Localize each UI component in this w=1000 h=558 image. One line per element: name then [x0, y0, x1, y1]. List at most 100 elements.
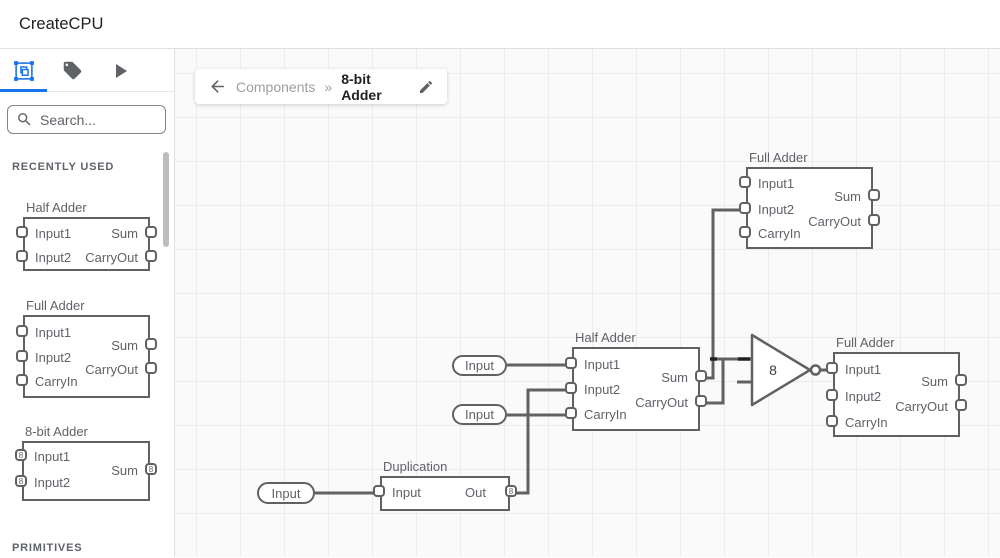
port[interactable]	[145, 362, 157, 374]
port-label: CarryIn	[845, 415, 888, 430]
wire	[700, 359, 725, 405]
port-label: Sum	[921, 374, 948, 389]
app-title: CreateCPU	[19, 14, 104, 33]
port-label: CarryOut	[85, 362, 138, 377]
port[interactable]	[16, 226, 28, 238]
wire	[510, 388, 572, 495]
node-full-adder-top[interactable]: Full Adder Input1 Input2 CarryIn Sum Car…	[739, 150, 880, 249]
port-label: Input2	[34, 475, 71, 490]
port[interactable]	[739, 226, 751, 238]
port-label: Input2	[845, 389, 882, 404]
port-label: CarryOut	[808, 214, 861, 229]
breadcrumb-separator: »	[324, 78, 333, 95]
sidebar-tabs	[0, 49, 174, 92]
buffer-gate[interactable]: 8	[750, 333, 822, 407]
preview-half-adder[interactable]: Half Adder Input1 Input2 Sum CarryOut	[16, 200, 157, 271]
port[interactable]	[373, 485, 385, 497]
node-title: Full Adder	[836, 335, 895, 350]
port[interactable]	[826, 362, 838, 374]
port-label: Input1	[34, 449, 71, 464]
port[interactable]	[16, 325, 28, 337]
node-half-adder[interactable]: Half Adder Input1 Input2 CarryIn Sum Car…	[565, 330, 707, 431]
port-label: Input1	[35, 325, 72, 340]
breadcrumb: Components » 8-bit Adder	[195, 69, 447, 104]
breadcrumb-parent[interactable]: Components	[236, 78, 316, 95]
port[interactable]	[695, 370, 707, 382]
port[interactable]	[739, 202, 751, 214]
node-full-adder-right[interactable]: Full Adder Input1 Input2 CarryIn Sum Car…	[826, 335, 967, 437]
port-label: Input1	[845, 362, 882, 377]
breadcrumb-current: 8-bit Adder	[341, 70, 382, 103]
app-header: CreateCPU	[0, 0, 1000, 49]
port[interactable]	[16, 374, 28, 386]
preview-full-adder[interactable]: Full Adder Input1 Input2 CarryIn Sum Car…	[16, 298, 157, 398]
port-label: CarryIn	[35, 374, 78, 389]
tab-tags[interactable]	[48, 49, 96, 92]
port[interactable]	[565, 382, 577, 394]
sidebar-scrollbar[interactable]	[163, 152, 169, 247]
port[interactable]	[868, 214, 880, 226]
port-label: Input1	[584, 357, 621, 372]
component-sidebar: RECENTLY USED Half Adder Input1 Input2 S…	[0, 49, 175, 557]
schematic-canvas[interactable]: Components » 8-bit Adder	[175, 49, 1000, 557]
port[interactable]	[955, 374, 967, 386]
port-label: CarryOut	[895, 399, 948, 414]
port[interactable]	[826, 389, 838, 401]
port[interactable]	[145, 338, 157, 350]
input-pin[interactable]: Input	[452, 404, 507, 425]
port[interactable]	[16, 250, 28, 262]
node-duplication[interactable]: Duplication Input 8 Out	[373, 459, 517, 511]
pencil-icon	[418, 79, 434, 95]
tab-run[interactable]	[96, 49, 144, 92]
port[interactable]	[145, 250, 157, 262]
port-label: CarryIn	[584, 407, 627, 422]
port[interactable]	[955, 399, 967, 411]
port[interactable]	[145, 226, 157, 238]
port[interactable]	[868, 189, 880, 201]
port[interactable]	[16, 350, 28, 362]
port-label: CarryOut	[85, 250, 138, 265]
preview-8bit-adder[interactable]: 8-bit Adder 8 8 Input1 Input2 8 Sum	[15, 424, 157, 501]
search-input[interactable]	[40, 111, 140, 128]
port-label: Input2	[35, 250, 72, 265]
wire-layer: 8	[315, 208, 833, 495]
port-bus8[interactable]: 8	[505, 485, 517, 497]
node-title: Half Adder	[26, 200, 87, 215]
arrow-left-icon	[208, 77, 227, 96]
port-bus8[interactable]: 8	[15, 475, 27, 487]
port[interactable]	[739, 176, 751, 188]
node-title: Half Adder	[575, 330, 636, 345]
port-label: CarryOut	[635, 395, 688, 410]
port-label: CarryIn	[758, 226, 801, 241]
port-label: Out	[465, 485, 486, 500]
play-icon	[108, 59, 132, 83]
node-title: Full Adder	[26, 298, 85, 313]
port[interactable]	[826, 415, 838, 427]
port-bus8[interactable]: 8	[15, 449, 27, 461]
node-title: Full Adder	[749, 150, 808, 165]
port-bus8[interactable]: 8	[145, 463, 157, 475]
port-label: Sum	[834, 189, 861, 204]
port-label: Input2	[35, 350, 72, 365]
port-label: Sum	[111, 463, 138, 478]
input-pin[interactable]: Input	[452, 355, 507, 376]
search-icon	[16, 111, 33, 128]
active-tab-indicator	[0, 89, 47, 92]
section-primitives: PRIMITIVES	[12, 542, 83, 554]
back-button[interactable]	[208, 77, 227, 96]
port-label: Sum	[661, 370, 688, 385]
port[interactable]	[565, 357, 577, 369]
tab-components[interactable]	[0, 49, 48, 92]
edit-name-button[interactable]	[418, 79, 434, 95]
port[interactable]	[695, 395, 707, 407]
port-label: Input1	[758, 176, 795, 191]
node-title: Duplication	[383, 459, 448, 474]
input-pin[interactable]: Input	[257, 482, 315, 504]
section-recently-used: RECENTLY USED	[12, 161, 115, 173]
tag-icon	[62, 60, 83, 81]
port-label: Input2	[584, 382, 621, 397]
port-label: Input2	[758, 202, 795, 217]
component-icon	[13, 60, 35, 82]
port[interactable]	[565, 407, 577, 419]
search-box[interactable]	[7, 105, 166, 134]
